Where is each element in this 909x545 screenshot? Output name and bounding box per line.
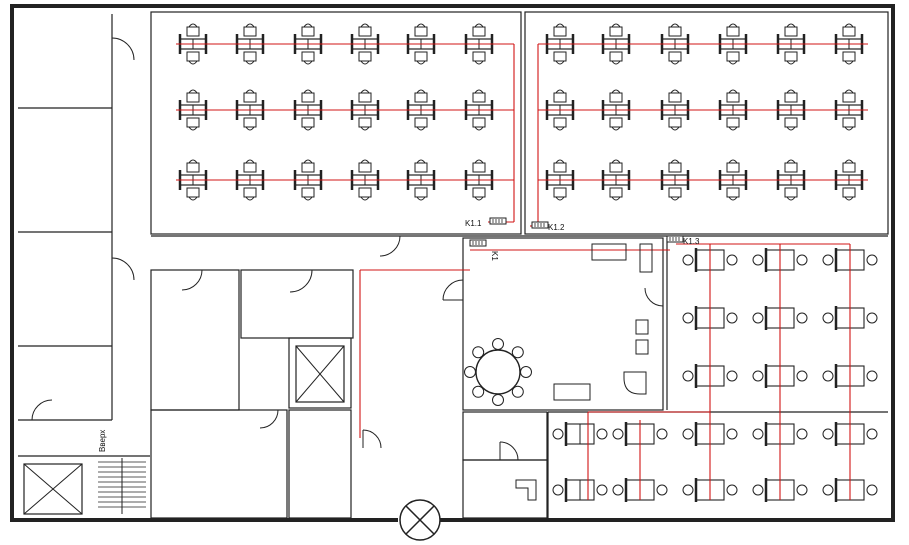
door-icon [31,399,53,421]
workstations [178,23,878,502]
network-switch-icon [531,221,549,229]
door-icon [379,235,401,257]
label-k1: K1 [490,251,499,261]
label-stairs: Вверх [98,430,107,452]
workstation-icon [552,478,608,502]
elevator-cross-icon [295,345,345,403]
label-k11: K1.1 [465,219,482,228]
door-icon [644,287,664,307]
walls [10,4,895,522]
network-cables [176,43,868,500]
doors [31,37,664,461]
door-icon [181,269,203,291]
cabinet-icon [635,339,649,355]
cabinet-icon [635,319,649,335]
light-fixture-icon [399,499,441,541]
elevator-cross-icon [23,463,83,515]
round-table-icon [464,338,532,406]
network-switch-icon [469,239,487,247]
door-icon [289,269,313,293]
network-switch-icon [489,217,507,225]
cabinet-icon [591,243,627,261]
workstation-icon [552,422,608,446]
equipment [464,217,684,501]
door-icon [111,257,135,281]
stairs-icon [98,458,146,514]
elevators [23,345,441,541]
door-icon [259,409,279,429]
door-icon [499,441,519,461]
cabinet-icon [553,383,591,401]
corner-desk-icon [623,371,647,395]
door-icon [442,279,464,301]
network-switch-icon [666,235,684,243]
door-icon [362,429,382,449]
corner-unit-icon [515,479,537,501]
door-icon [111,37,135,61]
label-k13: K1.3 [683,237,700,246]
label-k12: K1.2 [548,223,565,232]
cabinet-icon [639,243,653,273]
